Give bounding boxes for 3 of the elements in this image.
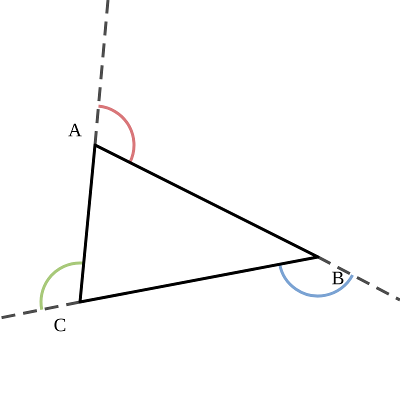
vertex-label: A — [68, 124, 82, 136]
vertex-label: C — [54, 318, 66, 332]
vertex-label: B — [332, 272, 344, 284]
